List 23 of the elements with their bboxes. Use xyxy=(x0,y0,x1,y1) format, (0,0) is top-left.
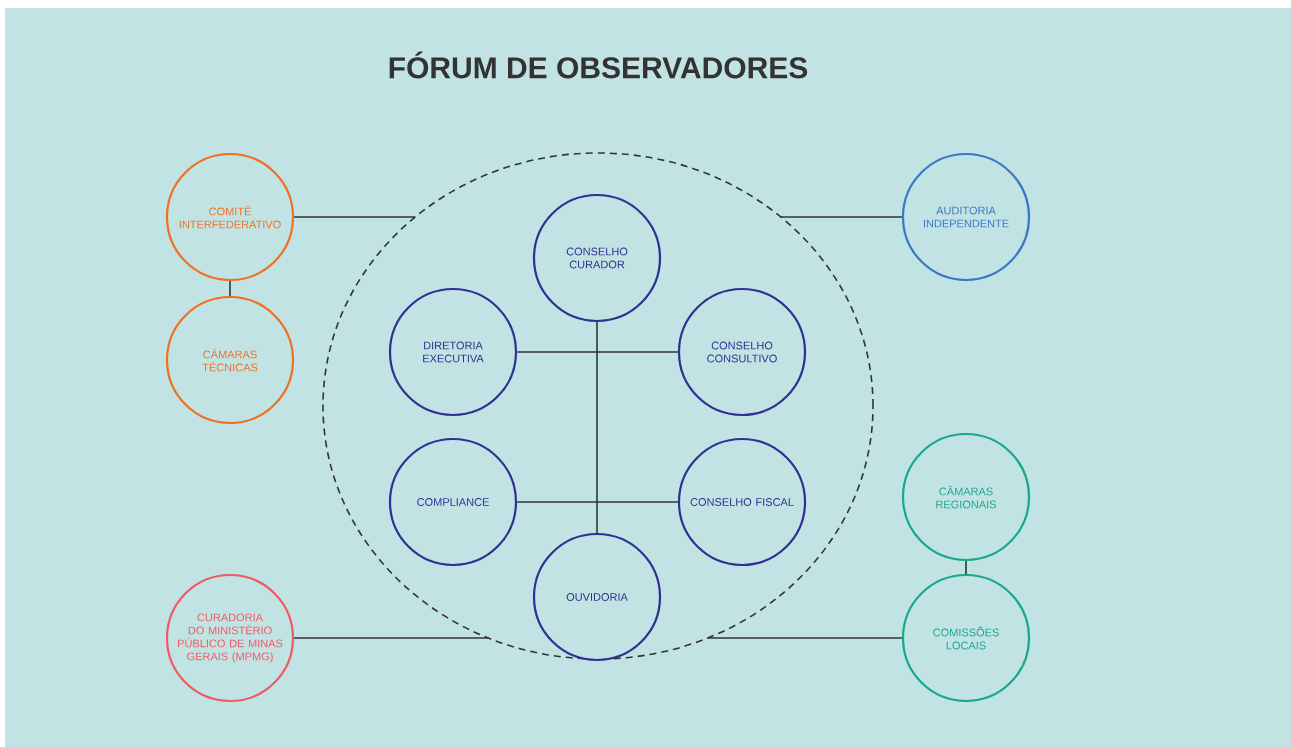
circle-node: OUVIDORIA xyxy=(532,532,662,662)
connector-line xyxy=(293,216,416,218)
connector-line xyxy=(293,637,490,639)
connector-line xyxy=(516,351,679,353)
circle-node: COMITÊ INTERFEDERATIVO xyxy=(165,152,295,282)
connector-line xyxy=(229,280,231,297)
circle-node: CURADORIA DO MINISTÉRIO PÚBLICO DE MINAS GERAIS (MPMG) xyxy=(165,573,295,703)
circle-node: CONSELHO FISCAL xyxy=(677,437,807,567)
connector-line xyxy=(965,560,967,575)
connector-line xyxy=(706,637,903,639)
circle-node: CÂMARAS REGIONAIS xyxy=(901,432,1031,562)
title: FÓRUM DE OBSERVADORES xyxy=(389,51,808,79)
circle-node: DIRETORIA EXECUTIVA xyxy=(388,287,518,417)
connector-line xyxy=(596,321,598,534)
connector-line xyxy=(780,216,903,218)
connector-line xyxy=(516,501,679,503)
circle-node: AUDITORIA INDEPENDENTE xyxy=(901,152,1031,282)
dashed-circle xyxy=(322,152,874,660)
circle-node: CÂMARAS TÉCNICAS xyxy=(165,295,295,425)
circle-node: CONSELHO CONSULTIVO xyxy=(677,287,807,417)
circle-node: CONSELHO CURADOR xyxy=(532,193,662,323)
circle-node: COMPLIANCE xyxy=(388,437,518,567)
circle-node: COMISSÕES LOCAIS xyxy=(901,573,1031,703)
